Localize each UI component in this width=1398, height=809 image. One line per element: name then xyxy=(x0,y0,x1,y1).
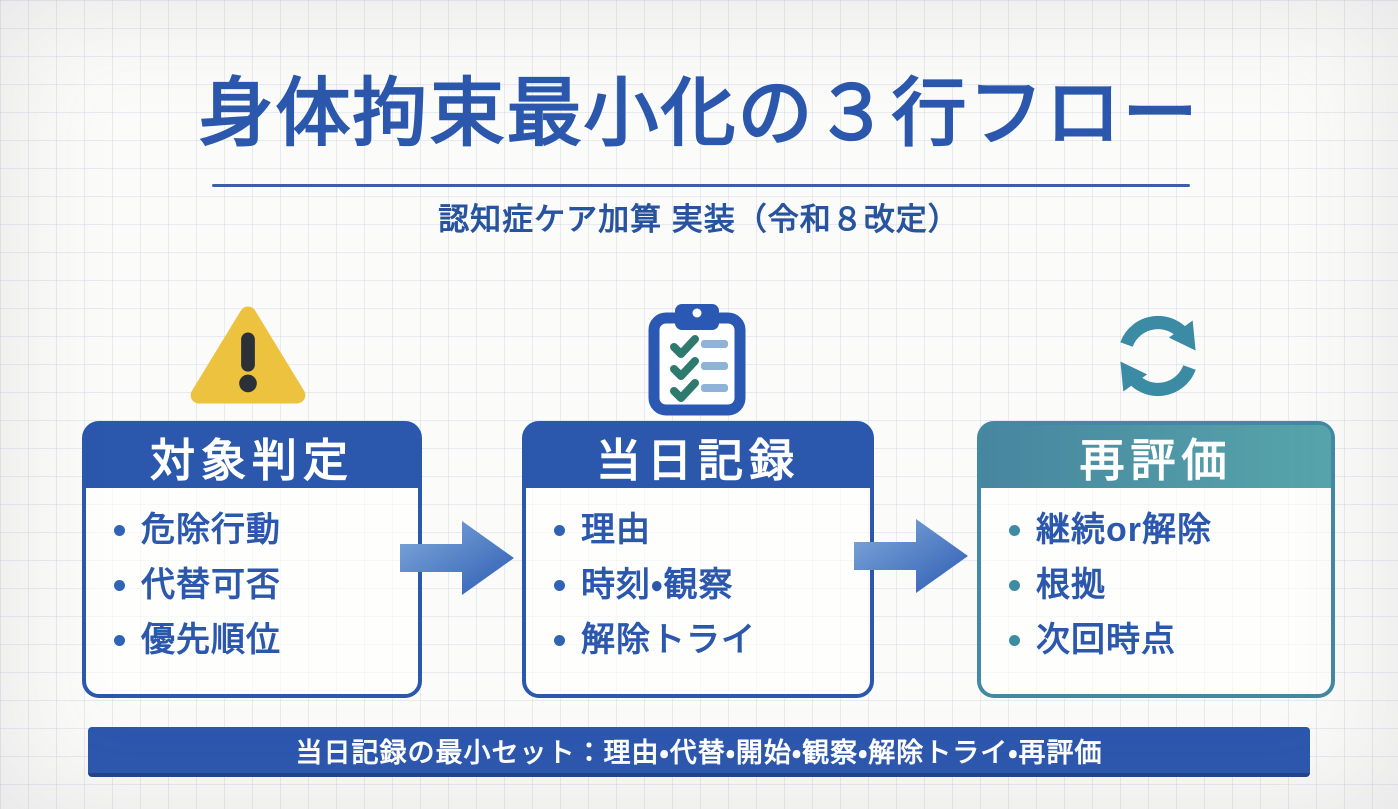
bullet-item: 優先順位 xyxy=(114,623,410,657)
card-bullet-list: 継続or解除 根拠 次回時点 xyxy=(981,488,1331,657)
bullet-dot xyxy=(554,634,565,646)
bullet-dot xyxy=(554,524,565,536)
bullet-dot xyxy=(1009,524,1020,536)
bullet-label: 解除トライ xyxy=(581,621,756,659)
card-header-re-evaluation: 再評価 xyxy=(981,425,1331,488)
flow-arrow-right-icon xyxy=(854,519,970,598)
card-target-judgement: 対象判定 危除行動 代替可否 優先順位 xyxy=(82,421,422,698)
footer-summary-banner: 当日記録の最小セット：理由・代替・開始・観察・解除トライ・再評価 xyxy=(88,727,1310,777)
card-same-day-record: 当日記録 理由 時刻・観察 解除トライ xyxy=(522,421,874,698)
bullet-item: 代替可否 xyxy=(114,568,410,602)
bullet-dot xyxy=(1009,579,1020,591)
bullet-item: 理由 xyxy=(554,513,862,547)
bullet-label: 根拠 xyxy=(1036,566,1106,604)
bullet-item: 継続or解除 xyxy=(1009,513,1323,547)
bullet-item: 危除行動 xyxy=(114,513,410,547)
bullet-label: 理由 xyxy=(581,511,651,549)
bullet-label: 次回時点 xyxy=(1036,621,1176,659)
card-header-same-day-record: 当日記録 xyxy=(526,425,870,488)
footer-summary-text: 当日記録の最小セット：理由・代替・開始・観察・解除トライ・再評価 xyxy=(295,737,1103,768)
clipboard-checklist-icon xyxy=(646,302,748,421)
page-title: 身体拘束最小化の３行フロー xyxy=(198,71,1200,155)
bullet-label: 危除行動 xyxy=(141,511,281,549)
title-underline xyxy=(212,184,1190,187)
bullet-label: 優先順位 xyxy=(141,621,281,659)
warning-triangle-icon xyxy=(190,305,306,410)
bullet-label: 代替可否 xyxy=(141,566,281,604)
card-re-evaluation: 再評価 継続or解除 根拠 次回時点 xyxy=(977,421,1335,698)
card-bullet-list: 危除行動 代替可否 優先順位 xyxy=(86,488,418,657)
bullet-item: 時刻・観察 xyxy=(554,568,862,602)
card-bullet-list: 理由 時刻・観察 解除トライ xyxy=(526,488,870,657)
page-subtitle: 認知症ケア加算 実装（令和８改定） xyxy=(438,202,960,237)
bullet-item: 解除トライ xyxy=(554,623,862,657)
bullet-label: 継続or解除 xyxy=(1036,511,1212,549)
bullet-dot xyxy=(114,524,125,536)
bullet-dot xyxy=(114,579,125,591)
bullet-dot xyxy=(1009,634,1020,646)
bullet-label: 時刻・観察 xyxy=(581,566,734,604)
bullet-item: 根拠 xyxy=(1009,568,1323,602)
cycle-arrows-icon xyxy=(1096,302,1220,417)
bullet-item: 次回時点 xyxy=(1009,623,1323,657)
bullet-dot xyxy=(554,579,565,591)
card-header-target-judgement: 対象判定 xyxy=(86,425,418,488)
flow-arrow-right-icon xyxy=(400,521,516,600)
bullet-dot xyxy=(114,634,125,646)
